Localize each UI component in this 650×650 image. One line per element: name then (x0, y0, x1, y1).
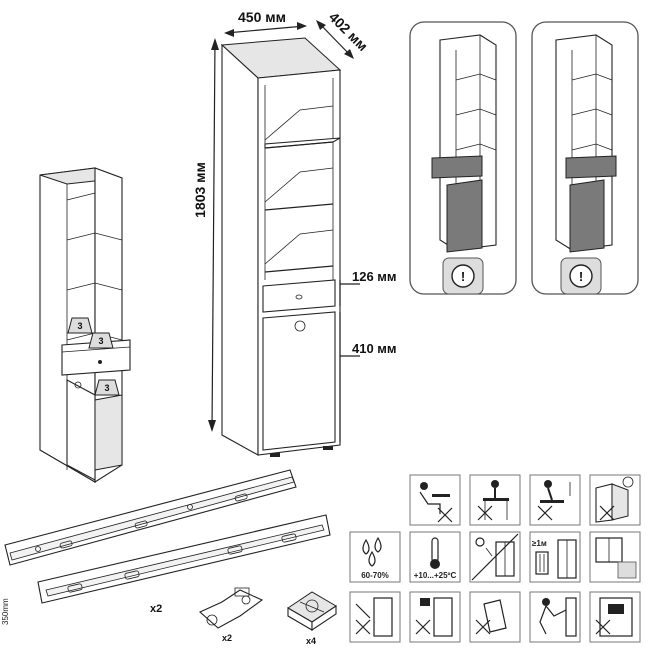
weight-3kg-icon: 3 (94, 379, 120, 396)
humidity-icon: 60-70% (349, 531, 401, 583)
weight-label: 3 (77, 321, 82, 331)
warning-icon: ! (569, 264, 593, 288)
foot-bracket-icon (287, 591, 337, 632)
hinges-count-label: x2 (222, 633, 232, 643)
temperature-icon: +10...+25ºC (409, 531, 461, 583)
no-hanging-icon (349, 591, 401, 643)
weight-3kg-icon: 3 (88, 332, 114, 349)
heater-distance-icon: ≥1м (529, 531, 581, 583)
window-icon (589, 531, 641, 583)
warning-panel-right: ! (531, 21, 639, 295)
drawer-rail-lower (37, 514, 331, 604)
heater-distance-label: ≥1м (532, 539, 547, 548)
width-dimension-label: 450 мм (238, 9, 286, 25)
usage-icons-grid: 60-70% +10...+25ºC ≥1м (349, 474, 641, 643)
dimension-lines (208, 20, 360, 442)
height-dimension-label: 1803 мм (192, 162, 208, 218)
depth-dimension-label: 402 мм (326, 9, 371, 54)
temperature-label: +10...+25ºC (414, 571, 457, 580)
weight-3kg-icon: 3 (67, 317, 93, 334)
no-climbing-icon (529, 474, 581, 526)
no-sitting-icon (409, 474, 461, 526)
no-sunlight-icon (469, 531, 521, 583)
drawer-rail-upper (4, 469, 297, 566)
loaded-cabinet-illustration: 3 3 3 (39, 167, 131, 483)
weight-label: 3 (104, 383, 109, 393)
no-pushing-icon (529, 591, 581, 643)
no-overloading-icon (409, 591, 461, 643)
weight-label: 3 (98, 336, 103, 346)
no-tilting-icon (469, 591, 521, 643)
humidity-label: 60-70% (361, 571, 389, 580)
feet-count-label: x4 (306, 636, 316, 646)
warning-panel-left: ! (409, 21, 517, 295)
warning-mark: ! (579, 269, 583, 284)
rails-count-label: x2 (150, 603, 162, 615)
rail-length-label: 350mm (1, 598, 10, 625)
door-check-icon (589, 474, 641, 526)
warning-icon: ! (451, 264, 475, 288)
drawer-height-label: 126 мм (352, 269, 397, 284)
no-standing-on-top-icon (469, 474, 521, 526)
no-heavy-load-icon (589, 591, 641, 643)
warning-mark: ! (461, 269, 465, 284)
main-cabinet-drawing (220, 37, 342, 457)
door-height-label: 410 мм (352, 341, 397, 356)
hinge-icon (199, 587, 264, 629)
